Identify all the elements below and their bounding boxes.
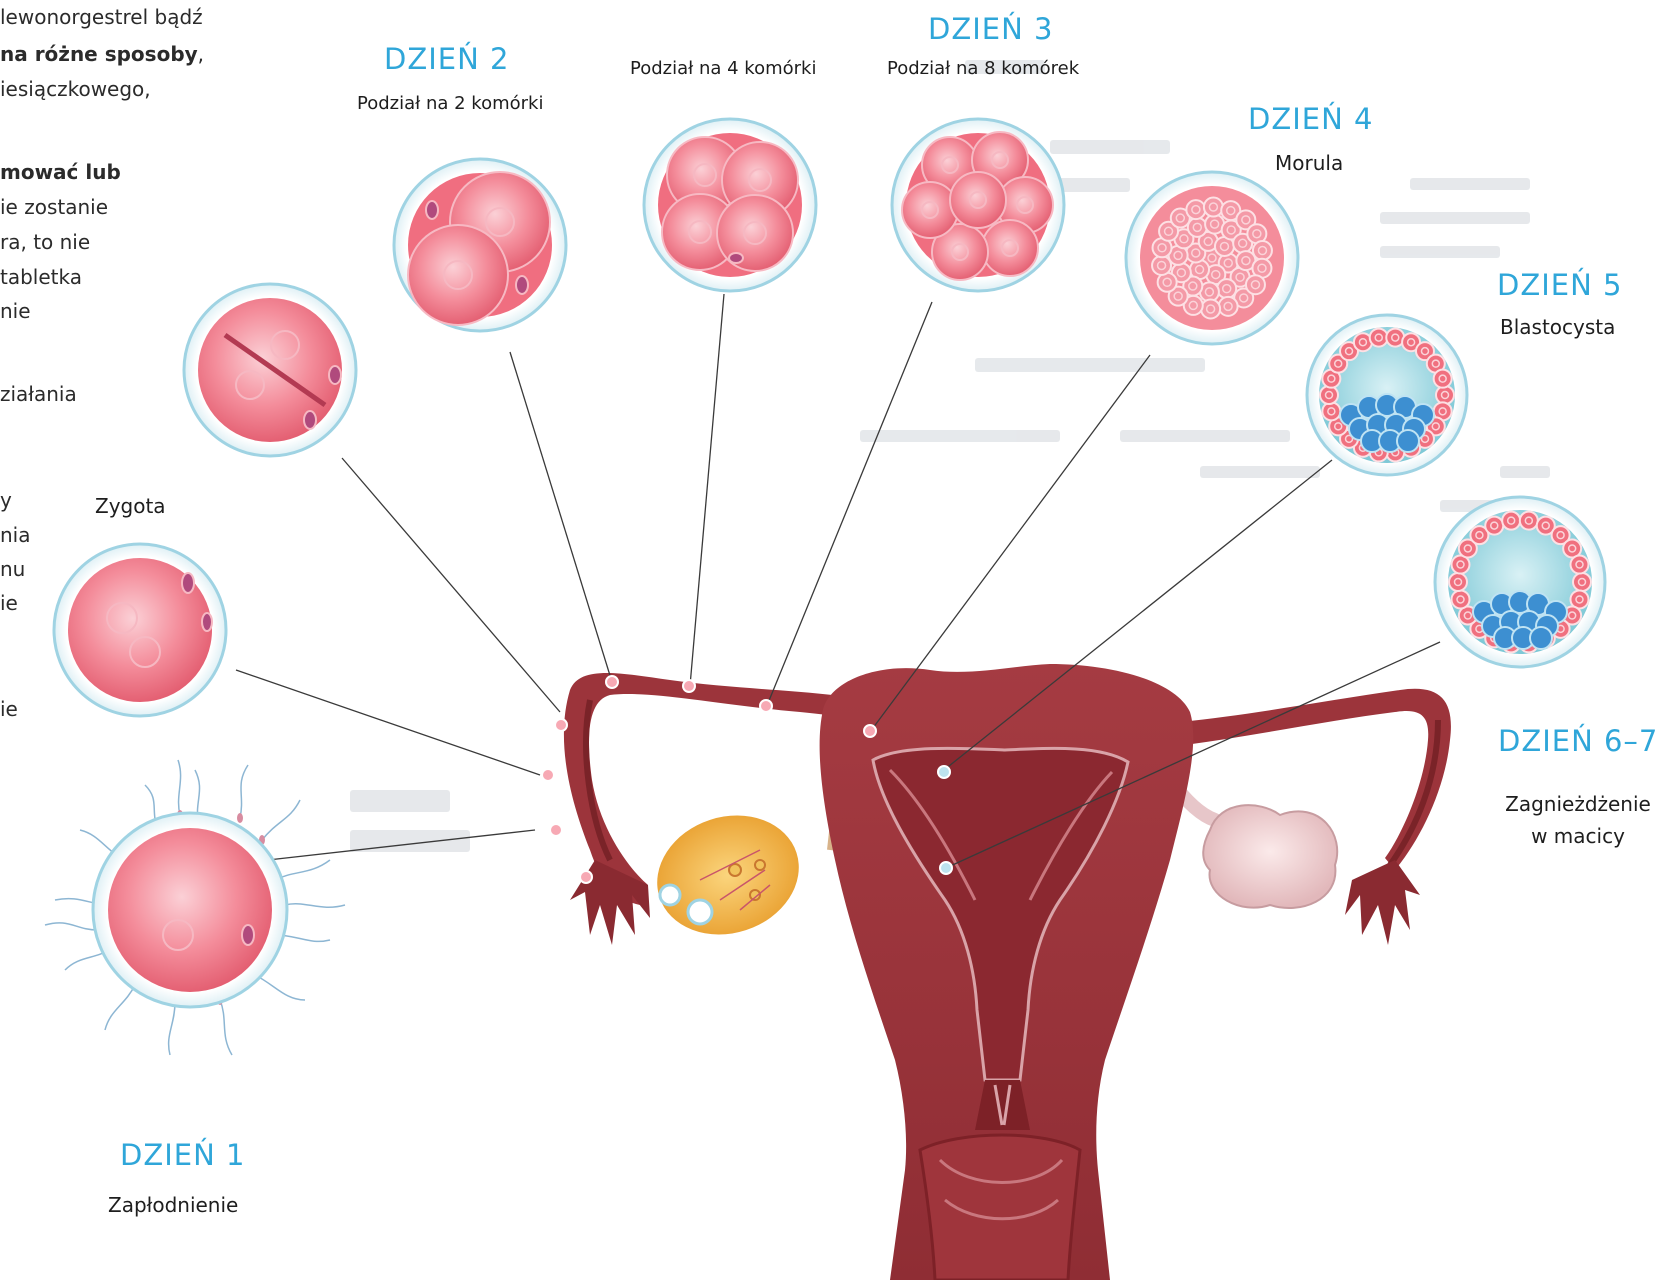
trophoblast-cell — [1520, 512, 1538, 530]
trophoblast-cell — [1436, 386, 1454, 404]
morula-cell — [1219, 297, 1238, 316]
stage-8-cells — [892, 119, 1064, 291]
stage-4-cells — [644, 119, 816, 291]
stage-morula — [1126, 172, 1298, 344]
cut-text-line-12: nu — [0, 552, 25, 587]
right-ovary — [1203, 805, 1337, 908]
trophoblast-cell — [1502, 512, 1520, 530]
day5-caption: Blastocysta — [1500, 315, 1615, 339]
cut-text-bold-1: na różne sposoby — [0, 42, 198, 66]
cut-text-line-4: mować lub — [0, 155, 121, 190]
day4-caption: Morula — [1275, 151, 1343, 175]
stage-2-cells — [394, 159, 566, 331]
right-fimbriae — [1345, 860, 1420, 945]
morula-cell — [1201, 299, 1220, 318]
day1-title: DZIEŃ 1 — [120, 1138, 245, 1172]
cut-text-line-2: na różne sposoby, — [0, 37, 204, 72]
uterus-illustration — [564, 664, 1451, 1280]
day3-title: DZIEŃ 3 — [928, 12, 1053, 46]
trophoblast-cell — [1322, 402, 1340, 420]
cut-text-line-3: iesiączkowego, — [0, 72, 151, 107]
stage-blastocyst — [1307, 315, 1467, 475]
trophoblast-cell — [1434, 370, 1452, 388]
day4-title: DZIEŃ 4 — [1248, 102, 1373, 136]
morula-cell — [1188, 218, 1207, 237]
stage-fertilization — [45, 760, 345, 1055]
trophoblast-cell — [1370, 329, 1388, 347]
trophoblast-cell — [1320, 386, 1338, 404]
cut-text-line-11: nia — [0, 518, 31, 553]
vaginal-canal — [920, 1135, 1080, 1280]
cut-text-line-14: ie — [0, 692, 18, 727]
morula-cell — [1246, 275, 1265, 294]
zygote-caption: Zygota — [95, 494, 166, 518]
morula-cell — [1152, 256, 1171, 275]
inner-cell-mass-cell — [1530, 627, 1552, 649]
morula-cell — [1186, 200, 1205, 219]
cut-text-line-13: ie — [0, 586, 18, 621]
trophoblast-cell — [1485, 517, 1503, 535]
cut-text-line-7: tabletka — [0, 260, 82, 295]
inner-cell-mass-cell — [1397, 430, 1419, 452]
left-ovary — [642, 798, 815, 953]
day67-title: DZIEŃ 6–7 — [1498, 724, 1658, 758]
day3-caption: Podział na 8 komórek — [887, 58, 1079, 79]
day2-title: DZIEŃ 2 — [384, 42, 509, 76]
trophoblast-cell — [1452, 590, 1470, 608]
trophoblast-cell — [1570, 556, 1588, 574]
cut-text-line-9: ziałania — [0, 377, 77, 412]
cut-text-line-8: nie — [0, 294, 31, 329]
morula-cell — [1253, 241, 1272, 260]
day1-caption: Zapłodnienie — [108, 1193, 238, 1217]
day2-caption: Podział na 2 komórki — [357, 93, 543, 114]
stage-cleavage-start — [184, 284, 356, 456]
stage-zygote — [54, 544, 226, 716]
day5-title: DZIEŃ 5 — [1497, 268, 1622, 302]
four-cells-caption: Podział na 4 komórki — [630, 58, 816, 79]
day67-caption-line1: Zagnieżdżenie — [1488, 792, 1668, 816]
cut-text-line-10: y — [0, 483, 12, 518]
day67-caption-line2: w macicy — [1488, 824, 1668, 848]
cut-text-tail: , — [198, 42, 204, 66]
cut-text-line-1: lewonorgestrel bądź — [0, 0, 203, 35]
stage-implanting-blastocyst — [1435, 497, 1605, 667]
cut-text-line-5: ie zostanie — [0, 190, 108, 225]
cut-text-line-6: ra, to nie — [0, 225, 90, 260]
morula-cell — [1204, 198, 1223, 217]
trophoblast-cell — [1449, 573, 1467, 591]
trophoblast-cell — [1573, 573, 1591, 591]
morula-cell — [1217, 279, 1236, 298]
